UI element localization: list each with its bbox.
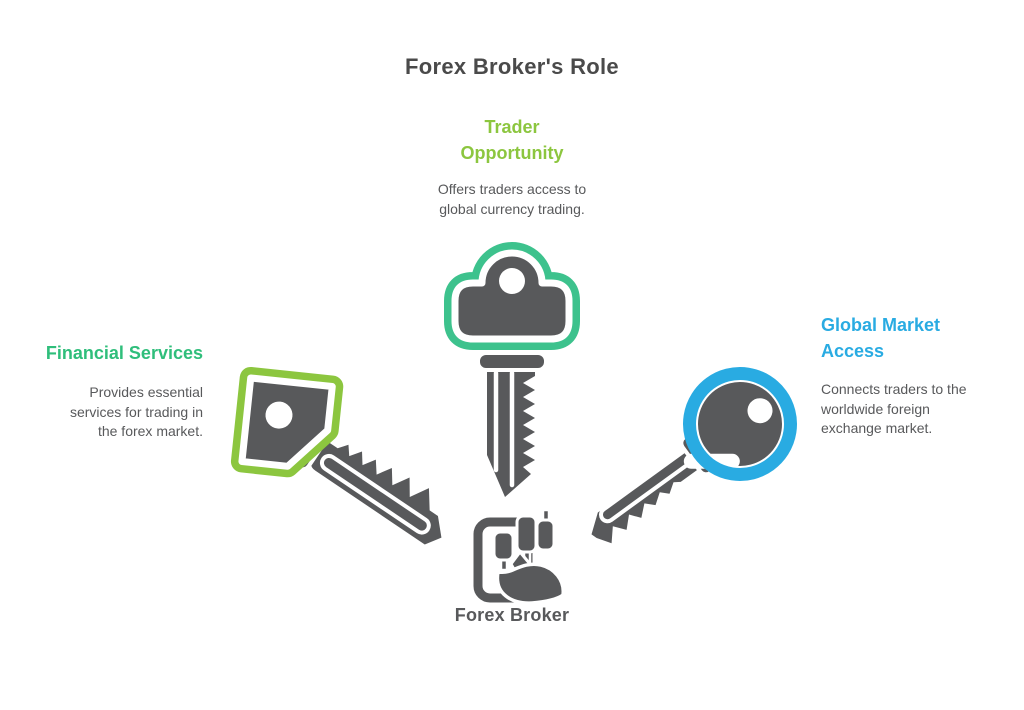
cloud-key-collar bbox=[476, 351, 548, 372]
trader-opportunity-description: Offers traders access to global currency… bbox=[437, 181, 587, 217]
cloud-key-hole bbox=[499, 268, 525, 294]
financial-services-heading: Financial Services bbox=[45, 343, 203, 363]
square-key-icon bbox=[230, 366, 442, 545]
square-key-blade bbox=[310, 439, 442, 545]
node-global-market-access: Global Market Access Connects traders to… bbox=[821, 312, 1006, 439]
candle2-body bbox=[515, 514, 538, 554]
global-market-access-description: Connects traders to the worldwide foreig… bbox=[821, 381, 967, 436]
page-title: Forex Broker's Role bbox=[405, 54, 619, 79]
node-trader-opportunity: Trader Opportunity Offers traders access… bbox=[362, 114, 662, 219]
square-key-hole bbox=[265, 401, 293, 429]
node-financial-services: Financial Services Provides essential se… bbox=[10, 340, 203, 442]
round-key-hole bbox=[747, 398, 773, 424]
hand-shape bbox=[495, 562, 565, 605]
round-key-ring bbox=[683, 367, 797, 482]
cloud-key-head bbox=[451, 249, 573, 343]
global-market-access-heading: Global Market Access bbox=[821, 315, 941, 361]
financial-services-description: Provides essential services for trading … bbox=[69, 384, 203, 439]
square-key-groove bbox=[319, 453, 431, 535]
candle3-body bbox=[535, 518, 556, 552]
trading-chart-hand-icon bbox=[473, 508, 565, 605]
trader-opportunity-heading: Trader Opportunity bbox=[460, 117, 564, 163]
cloud-key-grooves bbox=[493, 370, 515, 488]
candle1-body bbox=[492, 530, 515, 562]
cloud-key-icon bbox=[444, 242, 580, 497]
round-key-icon bbox=[591, 367, 797, 544]
forex-broker-label: Forex Broker bbox=[454, 605, 570, 625]
